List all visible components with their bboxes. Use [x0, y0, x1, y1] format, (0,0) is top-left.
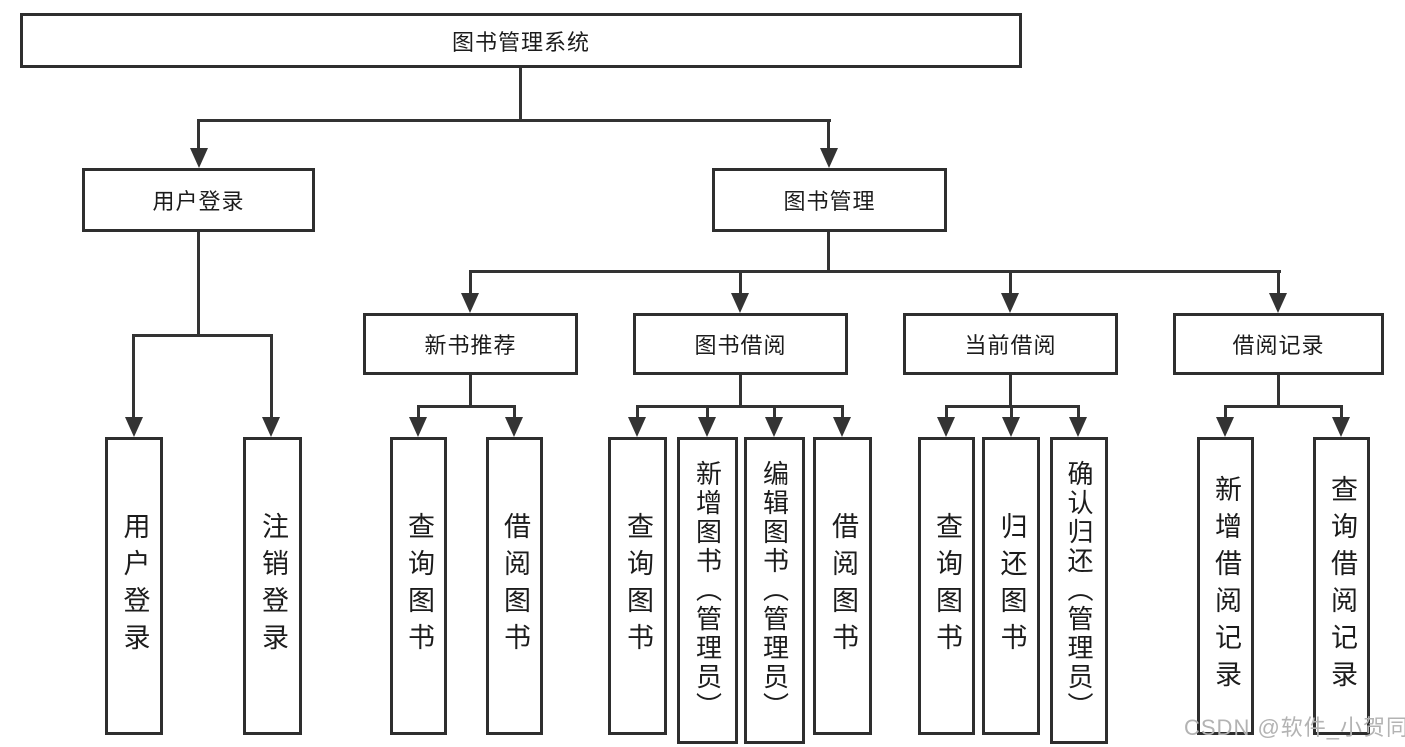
- leaf-current-query-book: 查询图书: [918, 437, 975, 735]
- node-label: 归还图书: [996, 512, 1027, 660]
- node-label: 图书借阅: [694, 333, 787, 358]
- arrow-down-icon: [1001, 293, 1019, 313]
- node-label: 查询图书: [404, 512, 434, 660]
- node-current-borrow: 当前借阅: [903, 313, 1118, 375]
- connector-vline: [945, 405, 948, 419]
- connector-vline: [197, 232, 200, 337]
- leaf-recommend-query-book: 查询图书: [390, 437, 447, 735]
- leaf-borrow-borrow-book: 借阅图书: [813, 437, 872, 735]
- node-label: 编辑图书（管理员）: [759, 460, 790, 721]
- arrow-down-icon: [628, 417, 646, 437]
- node-label: 图书管理系统: [451, 29, 590, 55]
- connector-hline: [133, 334, 273, 337]
- connector-hline: [198, 119, 831, 122]
- connector-hline: [1225, 405, 1342, 408]
- arrow-down-icon: [731, 293, 749, 313]
- node-label: 新增借阅记录: [1211, 475, 1241, 697]
- node-label: 用户登录: [119, 512, 150, 660]
- connector-vline: [469, 270, 472, 297]
- arrow-down-icon: [409, 417, 427, 437]
- arrow-down-icon: [1002, 417, 1020, 437]
- connector-vline: [1009, 375, 1012, 408]
- connector-vline: [132, 334, 135, 419]
- connector-hline: [470, 270, 1281, 273]
- connector-vline: [706, 405, 709, 419]
- leaf-borrow-edit-book-admin: 编辑图书（管理员）: [744, 437, 805, 744]
- connector-vline: [739, 375, 742, 408]
- node-label: 注销登录: [258, 512, 288, 660]
- leaf-logout: 注销登录: [243, 437, 302, 735]
- node-book-management: 图书管理: [712, 168, 947, 232]
- connector-vline: [1010, 405, 1013, 419]
- connector-vline: [1224, 405, 1227, 419]
- leaf-records-add-record: 新增借阅记录: [1197, 437, 1254, 735]
- arrow-down-icon: [125, 417, 143, 437]
- arrow-down-icon: [937, 417, 955, 437]
- connector-vline: [417, 405, 420, 419]
- node-new-book-recommend: 新书推荐: [363, 313, 578, 375]
- arrow-down-icon: [190, 148, 208, 168]
- leaf-borrow-add-book-admin: 新增图书（管理员）: [677, 437, 738, 744]
- connector-hline: [637, 405, 843, 408]
- arrow-down-icon: [698, 417, 716, 437]
- node-label: 新增图书（管理员）: [692, 460, 723, 721]
- connector-vline: [1277, 375, 1280, 408]
- connector-vline: [827, 119, 830, 150]
- arrow-down-icon: [1269, 293, 1287, 313]
- node-borrow-records: 借阅记录: [1173, 313, 1384, 375]
- arrow-down-icon: [1216, 417, 1234, 437]
- arrow-down-icon: [820, 148, 838, 168]
- node-label: 新书推荐: [424, 333, 517, 358]
- node-label: 当前借阅: [964, 333, 1057, 358]
- connector-vline: [636, 405, 639, 419]
- node-label: 用户登录: [152, 189, 245, 214]
- leaf-recommend-borrow-book: 借阅图书: [486, 437, 543, 735]
- node-book-borrow: 图书借阅: [633, 313, 848, 375]
- node-label: 图书管理: [783, 189, 876, 214]
- connector-vline: [827, 232, 830, 273]
- connector-vline: [1009, 270, 1012, 297]
- connector-vline: [773, 405, 776, 419]
- arrow-down-icon: [461, 293, 479, 313]
- leaf-borrow-query-book: 查询图书: [608, 437, 667, 735]
- connector-hline: [418, 405, 515, 408]
- leaf-user-login: 用户登录: [105, 437, 163, 735]
- arrow-down-icon: [833, 417, 851, 437]
- node-label: 确认归还（管理员）: [1064, 460, 1094, 721]
- connector-vline: [519, 68, 522, 121]
- arrow-down-icon: [765, 417, 783, 437]
- connector-vline: [513, 405, 516, 419]
- node-user-login: 用户登录: [82, 168, 315, 232]
- arrow-down-icon: [1332, 417, 1350, 437]
- connector-vline: [270, 334, 273, 419]
- connector-vline: [841, 405, 844, 419]
- leaf-current-confirm-return-admin: 确认归还（管理员）: [1050, 437, 1108, 744]
- node-label: 借阅记录: [1232, 333, 1325, 358]
- arrow-down-icon: [262, 417, 280, 437]
- node-label: 查询借阅记录: [1327, 475, 1357, 697]
- connector-vline: [469, 375, 472, 408]
- connector-vline: [197, 119, 200, 150]
- node-label: 查询图书: [623, 512, 653, 660]
- leaf-current-return-book: 归还图书: [982, 437, 1040, 735]
- connector-vline: [1277, 270, 1280, 297]
- node-label: 借阅图书: [828, 512, 858, 660]
- leaf-records-query-record: 查询借阅记录: [1313, 437, 1370, 735]
- arrow-down-icon: [505, 417, 523, 437]
- csdn-watermark: CSDN @软件_小贺同学: [1184, 715, 1405, 740]
- connector-vline: [739, 270, 742, 297]
- node-library-management-system: 图书管理系统: [20, 13, 1022, 68]
- connector-vline: [1340, 405, 1343, 419]
- connector-vline: [1077, 405, 1080, 419]
- arrow-down-icon: [1069, 417, 1087, 437]
- node-label: 查询图书: [932, 512, 962, 660]
- node-label: 借阅图书: [500, 512, 530, 660]
